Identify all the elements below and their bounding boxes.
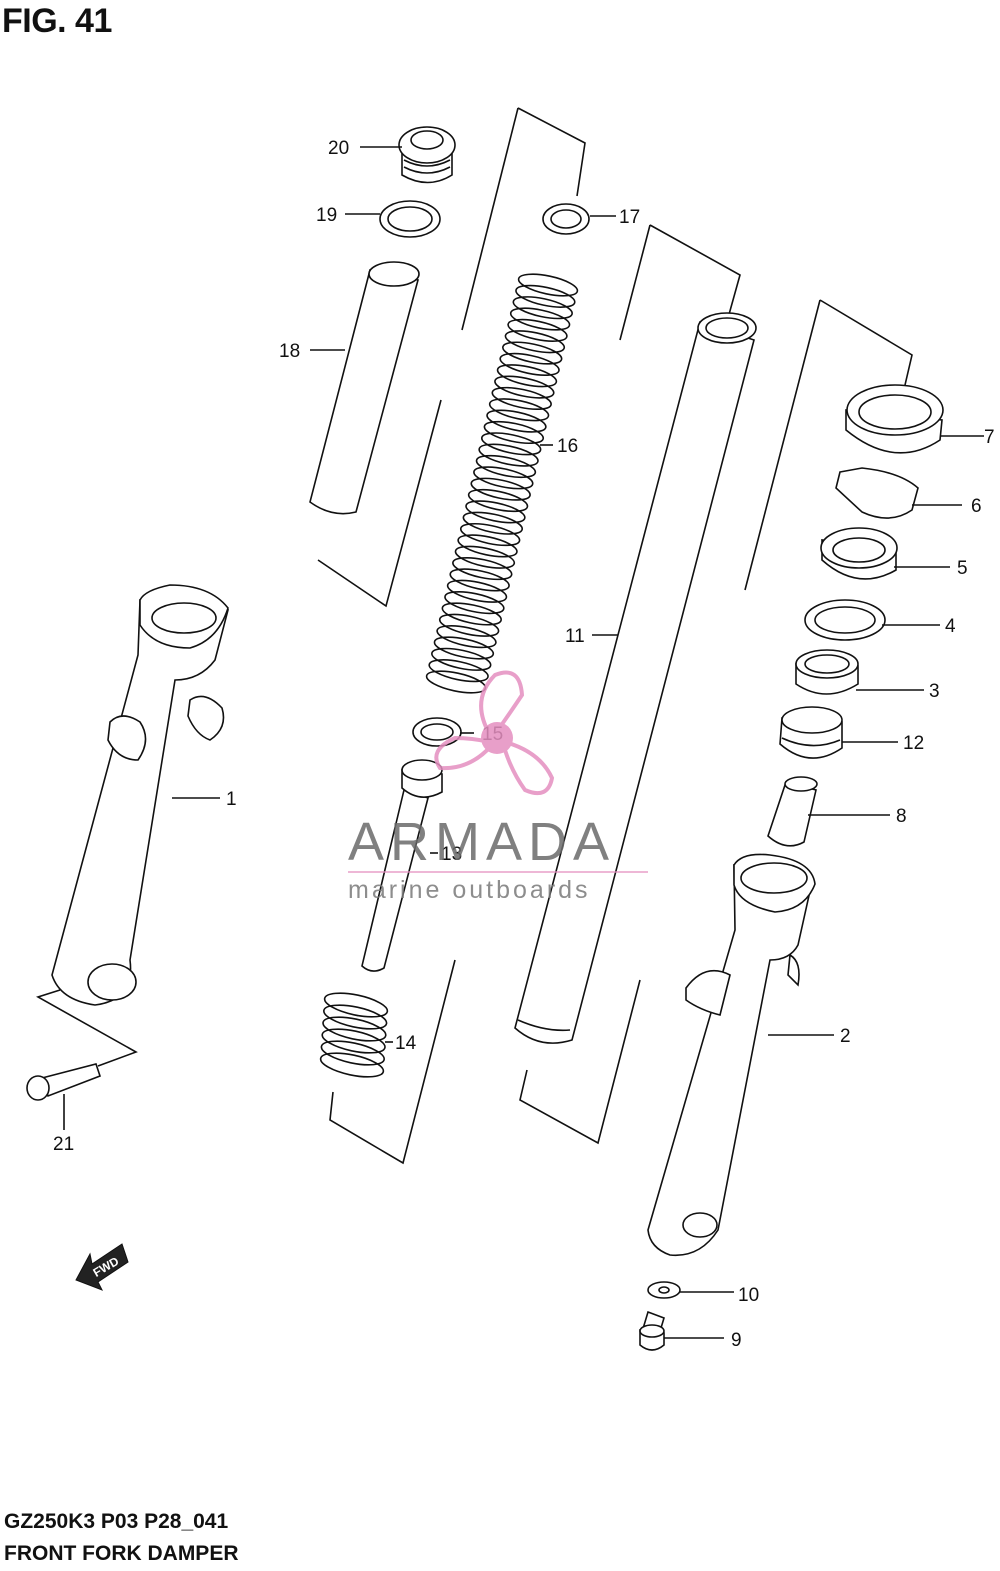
spring-coil [438, 613, 500, 637]
part-8-oil-lock-piece [767, 776, 818, 847]
spring-coil [483, 420, 545, 445]
callout-16: 16 [557, 436, 578, 457]
callout-6: 6 [971, 496, 982, 517]
part-5-oil-seal [820, 527, 898, 580]
figure-title: FIG. 41 [2, 2, 112, 40]
spring-coil [504, 330, 566, 354]
spring-coil [433, 636, 495, 660]
group-bracket-lines [36, 107, 913, 1165]
callout-labels: 20 19 17 18 16 7 6 5 11 4 3 12 15 1 8 13… [53, 138, 995, 1351]
armada-watermark: ARMADA marine outboards [348, 670, 648, 904]
propeller-logo-icon [434, 670, 555, 795]
spring-coil [515, 284, 576, 308]
callout-7: 7 [984, 427, 995, 448]
part-1-outer-tube-left [51, 584, 230, 1006]
part-18-spacer-tube [309, 261, 420, 515]
spring-coil [446, 579, 508, 603]
spring-coil [452, 556, 513, 581]
part-6-stopper-ring [835, 467, 919, 519]
callout-3: 3 [929, 681, 940, 702]
spring-coil [496, 364, 558, 388]
group-name: FRONT FORK DAMPER [4, 1542, 239, 1565]
model-code: GZ250K3 P03 P28_041 [4, 1510, 229, 1533]
part-19-o-ring [379, 200, 441, 238]
callout-8: 8 [896, 806, 907, 827]
spring-coil [454, 545, 516, 569]
spring-coil [465, 500, 526, 524]
part-17-washer [542, 203, 590, 235]
spring-coil [480, 432, 542, 456]
spring-coil [319, 1052, 385, 1078]
spring-coil [321, 1028, 386, 1054]
part-21-bolt [26, 1063, 102, 1101]
callout-9: 9 [731, 1330, 742, 1351]
part-3-guide-bushing [795, 649, 859, 695]
spring-coil [470, 477, 531, 501]
part-7-dust-seal [845, 384, 944, 454]
spring-coil [462, 511, 524, 535]
spring-coil [507, 318, 568, 342]
spring-coil [509, 307, 571, 331]
spring-coil [512, 296, 573, 320]
spring-coil [475, 454, 537, 479]
callout-14: 14 [395, 1033, 417, 1054]
callout-11: 11 [565, 626, 585, 647]
spring-coil [323, 1004, 388, 1030]
spring-coil [323, 992, 389, 1018]
spring-coil [322, 1016, 387, 1042]
callout-21: 21 [53, 1134, 74, 1155]
spring-coil [428, 659, 489, 683]
spring-coil [449, 568, 510, 592]
spring-coil [486, 409, 547, 433]
callout-2: 2 [840, 1026, 851, 1047]
part-16-fork-spring [425, 273, 579, 694]
spring-coil [488, 398, 550, 422]
part-4-seal-washer [804, 599, 886, 641]
callout-20: 20 [328, 138, 349, 159]
watermark-brand: ARMADA [348, 812, 615, 872]
spring-coil [494, 375, 555, 399]
part-15-piston-ring [412, 717, 462, 747]
spring-coil [499, 352, 560, 376]
spring-coil [459, 522, 521, 547]
watermark-tagline: marine outboards [348, 876, 591, 904]
spring-coil [467, 488, 529, 513]
spring-coil [478, 443, 539, 467]
fwd-arrow-icon: FWD [75, 1243, 129, 1291]
part-9-bolt [639, 1310, 665, 1351]
leader-lines [63, 146, 984, 1339]
spring-coil [320, 1040, 385, 1066]
spring-coil [502, 341, 563, 365]
callout-18: 18 [279, 341, 300, 362]
spring-coil [441, 602, 502, 626]
part-13-damper-rod [361, 759, 443, 972]
part-11-inner-tube [514, 312, 757, 1044]
callout-1: 1 [226, 789, 237, 810]
part-10-gasket [647, 1281, 681, 1299]
spring-coil [473, 466, 534, 490]
callout-4: 4 [945, 616, 956, 637]
callout-10: 10 [738, 1285, 759, 1306]
part-14-rebound-spring [319, 992, 389, 1078]
spring-coil [444, 591, 505, 615]
part-2-outer-tube-right [647, 853, 816, 1257]
callout-17: 17 [619, 207, 640, 228]
spring-coil [491, 386, 552, 411]
spring-coil [436, 625, 497, 649]
callout-12: 12 [903, 733, 924, 754]
callout-5: 5 [957, 558, 968, 579]
callout-19: 19 [316, 205, 337, 226]
spring-coil [457, 534, 518, 558]
part-12-slide-bushing [779, 706, 843, 759]
spring-coil [517, 273, 579, 297]
part-20-cap-bolt [398, 126, 456, 184]
spring-coil [431, 647, 492, 671]
callout-13: 13 [441, 844, 462, 865]
